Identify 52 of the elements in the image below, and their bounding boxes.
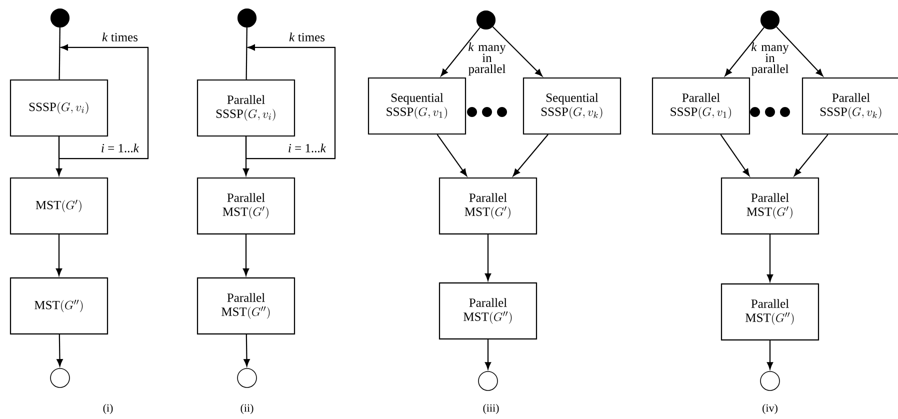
arrow: [724, 27, 764, 76]
arrow: [56, 234, 62, 276]
process-box: Parallel $\mathrm{SSSP}(G, v_k)$: [802, 77, 898, 135]
process-box: Parallel $\mathrm{SSSP}(G, v_i)$: [196, 79, 296, 137]
process-box: $\mathrm{MST}(G'')$: [10, 277, 108, 335]
process-box: Parallel $\mathrm{MST}(G')$: [196, 177, 296, 235]
arrow: [484, 340, 492, 370]
loop-arrow: [58, 44, 149, 160]
end-circle: [478, 371, 498, 391]
process-box: Parallel $\mathrm{MST}(G'')$: [438, 282, 538, 340]
process-box: Sequential $\mathrm{SSSP}(G, v_k)$: [522, 77, 622, 135]
arrow: [242, 234, 250, 276]
process-box: $\mathrm{MST}(G')$: [10, 177, 108, 235]
arrow-label: k many in parallel: [468, 42, 506, 76]
end-circle: [237, 368, 257, 388]
arrow: [492, 26, 542, 76]
edge-label: k times: [102, 32, 138, 42]
start-dot: [237, 8, 257, 28]
panel-caption: (i): [103, 404, 113, 414]
edge-label: k times: [289, 32, 325, 42]
arrow: [720, 134, 750, 176]
process-box: Parallel $\mathrm{SSSP}(G, v_1)$: [652, 77, 750, 135]
panel-caption: (iii): [483, 404, 499, 414]
start-dot: [760, 10, 780, 30]
process-box: Parallel $\mathrm{MST}(G')$: [438, 177, 538, 235]
arrow: [440, 27, 480, 76]
loop-arrow: [245, 44, 336, 160]
arrow: [436, 134, 468, 176]
end-circle: [760, 371, 780, 391]
start-dot: [50, 8, 70, 28]
arrow: [766, 234, 774, 282]
end-circle: [50, 368, 70, 388]
panel-caption: (ii): [240, 404, 254, 414]
arrow-label: k many in parallel: [751, 42, 789, 76]
process-box: Sequential $\mathrm{SSSP}(G, v_1)$: [368, 77, 466, 135]
panel-caption: (iv): [762, 404, 778, 414]
arrow: [56, 136, 62, 176]
arrow: [766, 340, 774, 370]
loop-label: i = 1...k: [288, 144, 326, 152]
arrow: [484, 234, 492, 281]
arrow: [56, 334, 63, 366]
process-box: Parallel $\mathrm{MST}(G')$: [720, 177, 820, 235]
arrow: [242, 136, 250, 176]
process-box: Parallel $\mathrm{MST}(G'')$: [196, 277, 296, 335]
arrow: [244, 334, 250, 366]
arrow: [512, 134, 548, 176]
arrow: [794, 134, 828, 176]
arrow: [776, 26, 824, 76]
process-box: $\mathrm{SSSP}(G, v_i)$: [10, 79, 108, 137]
loop-label: i = 1...k: [102, 144, 140, 152]
process-box: Parallel $\mathrm{MST}(G'')$: [720, 283, 820, 341]
start-dot: [476, 10, 496, 30]
